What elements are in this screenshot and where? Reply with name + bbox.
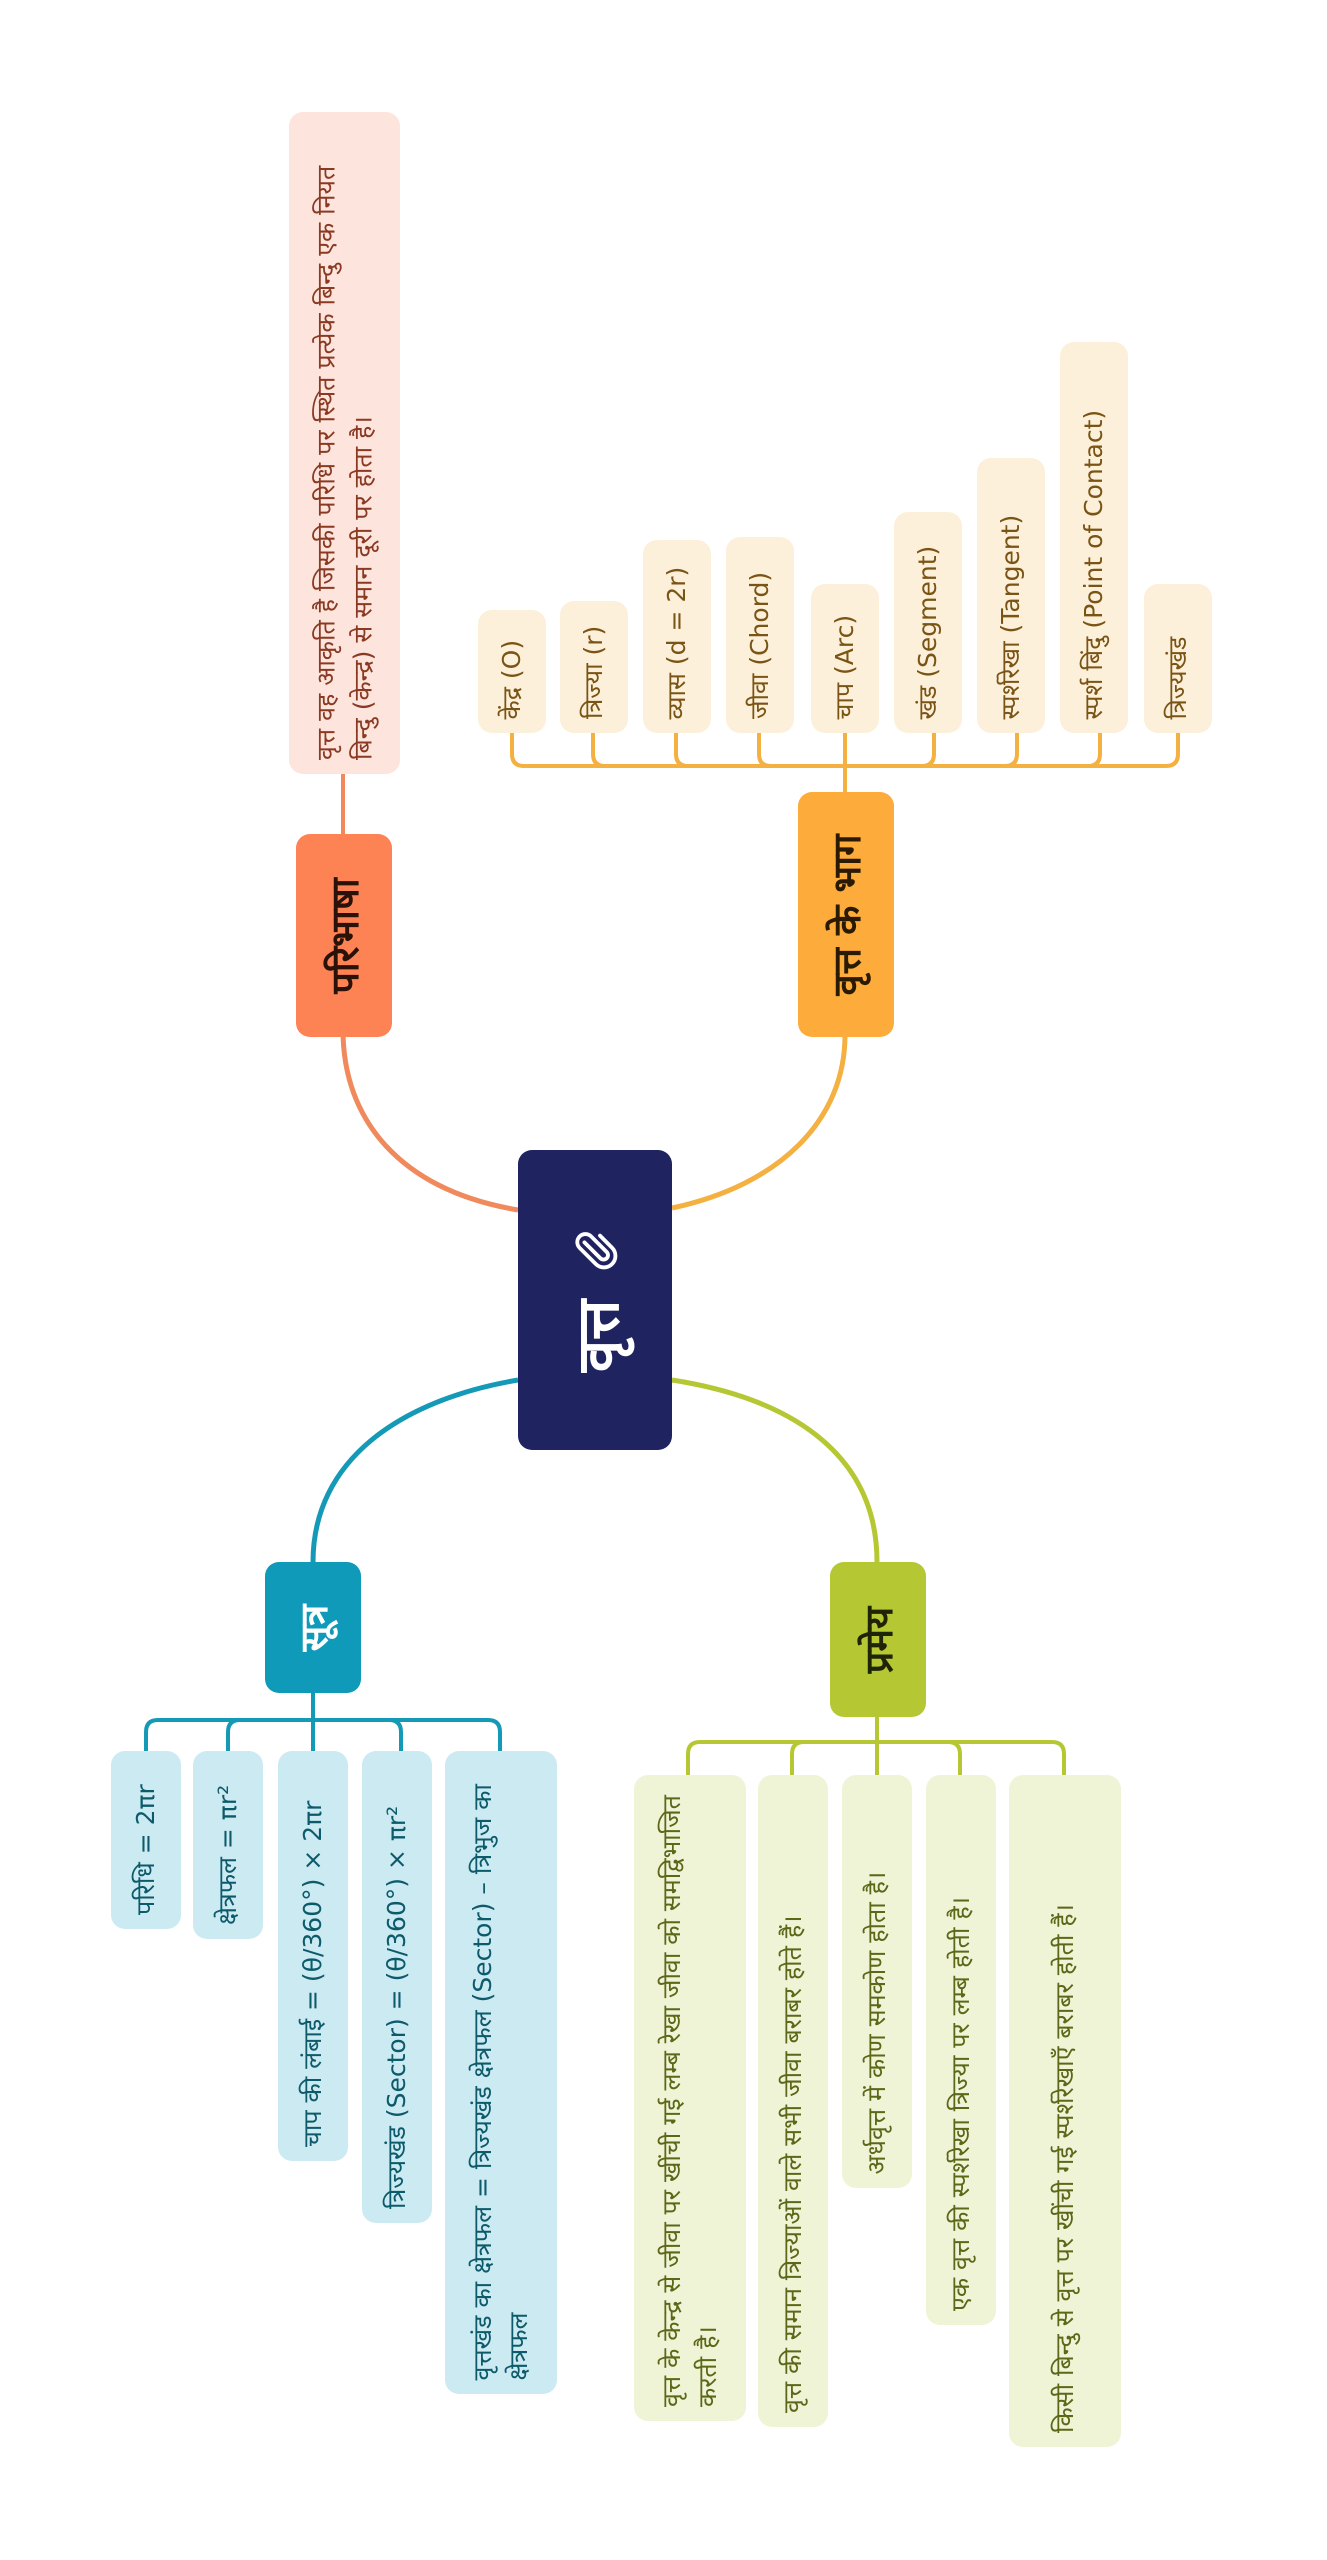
parts-leaf-3: व्यास (d = 2r): [643, 540, 711, 733]
branch-formulas[interactable]: सूत्र: [265, 1562, 361, 1693]
branch-parts[interactable]: वृत्त के भाग: [798, 792, 894, 1037]
connector-parts: [671, 1034, 848, 1211]
formulas-leaf-4: त्रिज्यखंड (Sector) = (θ/360°) × πr²: [362, 1751, 432, 2223]
theorems-leaf-1: वृत्त के केन्द्र से जीवा पर खींची गई लम्…: [634, 1775, 746, 2421]
parts-leaf-4: जीवा (Chord): [726, 537, 794, 733]
branch-theorems[interactable]: प्रमेय: [830, 1562, 926, 1717]
parts-leaf-1: केंद्र (O): [478, 610, 546, 733]
formulas-leaf-2: क्षेत्रफल = πr²: [193, 1751, 263, 1939]
connector-parts-bracket: [510, 733, 1180, 793]
definition-text: वृत्त वह आकृति है जिसकी परिधि पर स्थित प…: [311, 165, 377, 760]
theorems-leaf-4: एक वृत्त की स्पर्शरेखा त्रिज्या पर लम्ब …: [926, 1775, 996, 2325]
connector-theorems-bracket: [686, 1716, 1066, 1775]
parts-leaf-6: खंड (Segment): [894, 512, 962, 733]
paperclip-icon: [575, 1232, 618, 1270]
branch-definition-label: परिभाषा: [323, 877, 367, 994]
connector-theorems: [671, 1377, 880, 1563]
theorems-leaf-3: अर्धवृत्त में कोण समकोण होता है।: [842, 1775, 912, 2188]
branch-parts-label: वृत्त के भाग: [825, 834, 869, 995]
parts-leaf-5: चाप (Arc): [811, 584, 879, 733]
central-topic[interactable]: वृत्त: [518, 1150, 672, 1450]
formulas-leaf-3: चाप की लंबाई = (θ/360°) × 2πr: [278, 1751, 348, 2161]
branch-formulas-label: सूत्र: [292, 1604, 336, 1651]
parts-leaf-2: त्रिज्या (r): [560, 601, 628, 733]
connector-formulas-bracket: [144, 1692, 502, 1751]
parts-leaf-8: स्पर्श बिंदु (Point of Contact): [1060, 342, 1128, 733]
formulas-leaf-1: परिधि = 2πr: [111, 1751, 181, 1929]
formulas-leaf-5: वृत्तखंड का क्षेत्रफल = त्रिज्यखंड क्षेत…: [445, 1751, 557, 2394]
parts-leaf-7: स्पर्शरेखा (Tangent): [977, 458, 1045, 733]
connector-definition: [340, 1029, 519, 1213]
central-topic-label: वृत्त: [563, 1299, 632, 1373]
connector-formulas: [310, 1377, 519, 1563]
theorems-leaf-5: किसी बिन्दु से वृत्त पर खींची गई स्पर्शर…: [1009, 1775, 1121, 2447]
branch-definition[interactable]: परिभाषा: [296, 834, 392, 1037]
parts-leaf-9: त्रिज्यखंड: [1144, 584, 1212, 733]
theorems-leaf-2: वृत्त की समान त्रिज्याओं वाले सभी जीवा ब…: [758, 1775, 828, 2427]
definition-leaf: वृत्त वह आकृति है जिसकी परिधि पर स्थित प…: [289, 112, 400, 774]
branch-theorems-label: प्रमेय: [857, 1606, 901, 1673]
